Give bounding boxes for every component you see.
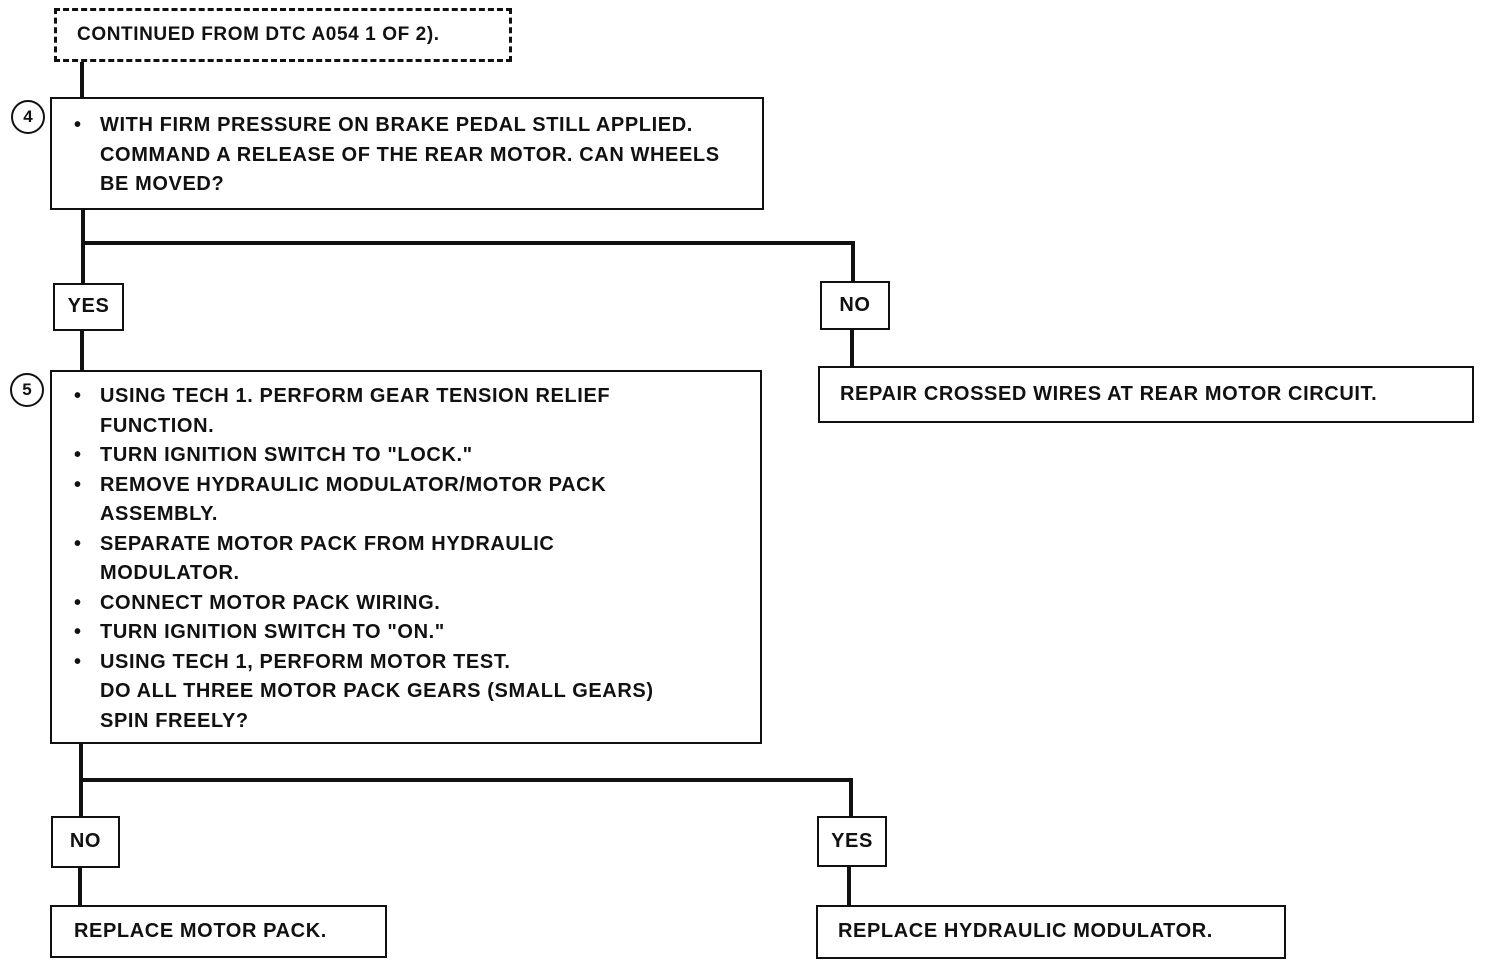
step-4-marker: 4 (11, 100, 45, 134)
step-5-item: TURN IGNITION SWITCH TO "LOCK." (52, 441, 706, 471)
step-4-no-result-text: REPAIR CROSSED WIRES AT REAR MOTOR CIRCU… (840, 382, 1378, 405)
step-5-item-text: SEPARATE MOTOR PACK FROM HYDRAULIC MODUL… (100, 532, 555, 585)
step-5-item: SEPARATE MOTOR PACK FROM HYDRAULIC MODUL… (52, 530, 706, 589)
step-5-item: TURN IGNITION SWITCH TO "ON." (52, 618, 706, 648)
step-5-marker: 5 (10, 373, 44, 407)
replace-hydraulic-modulator-box: REPLACE HYDRAULIC MODULATOR. (816, 905, 1286, 959)
step-5-item-text: USING TECH 1. PERFORM GEAR TENSION RELIE… (100, 385, 611, 437)
step-4-yes-label-box: YES (53, 283, 124, 331)
step-5-item: USING TECH 1, PERFORM MOTOR TEST. (52, 648, 706, 678)
step-5-box: USING TECH 1. PERFORM GEAR TENSION RELIE… (50, 370, 762, 744)
step-4-text: WITH FIRM PRESSURE ON BRAKE PEDAL STILL … (100, 114, 720, 195)
continued-from-text: CONTINUED FROM DTC A054 1 OF 2). (77, 24, 440, 46)
step-4-no-result-box: REPAIR CROSSED WIRES AT REAR MOTOR CIRCU… (818, 366, 1474, 423)
step-5-list: USING TECH 1. PERFORM GEAR TENSION RELIE… (52, 382, 746, 736)
replace-motor-pack-box: REPLACE MOTOR PACK. (50, 905, 387, 958)
step-5-no-label-box: NO (51, 816, 120, 868)
step-5-question-text: DO ALL THREE MOTOR PACK GEARS (SMALL GEA… (100, 680, 654, 732)
step-5-item: CONNECT MOTOR PACK WIRING. (52, 589, 706, 619)
step-5-number: 5 (22, 380, 32, 399)
step-5-no-label: NO (69, 830, 102, 853)
step-4-box: WITH FIRM PRESSURE ON BRAKE PEDAL STILL … (50, 97, 764, 210)
step-5-yes-label: YES (831, 829, 873, 852)
step-4-item: WITH FIRM PRESSURE ON BRAKE PEDAL STILL … (52, 111, 748, 200)
step-5-item-text: TURN IGNITION SWITCH TO "ON." (100, 621, 445, 643)
replace-motor-pack-text: REPLACE MOTOR PACK. (74, 919, 327, 942)
step-4-no-label-box: NO (820, 281, 890, 330)
step-5-item: REMOVE HYDRAULIC MODULATOR/MOTOR PACK AS… (52, 471, 706, 530)
replace-hydraulic-modulator-text: REPLACE HYDRAULIC MODULATOR. (838, 920, 1213, 943)
continued-from-box: CONTINUED FROM DTC A054 1 OF 2). (54, 8, 512, 62)
step-5-yes-label-box: YES (817, 816, 887, 867)
step-4-no-label: NO (839, 293, 871, 316)
step-5-item-text: CONNECT MOTOR PACK WIRING. (100, 591, 441, 614)
step-4-list: WITH FIRM PRESSURE ON BRAKE PEDAL STILL … (52, 111, 748, 200)
step-4-yes-label: YES (67, 295, 110, 318)
step-5-item: USING TECH 1. PERFORM GEAR TENSION RELIE… (52, 382, 706, 441)
step-5-item-text: REMOVE HYDRAULIC MODULATOR/MOTOR PACK AS… (100, 473, 607, 526)
step-5-item-text: USING TECH 1, PERFORM MOTOR TEST. (100, 650, 511, 673)
step-4-number: 4 (23, 107, 33, 126)
step-5-question: DO ALL THREE MOTOR PACK GEARS (SMALL GEA… (52, 677, 706, 736)
step-5-item-text: TURN IGNITION SWITCH TO "LOCK." (100, 444, 473, 466)
